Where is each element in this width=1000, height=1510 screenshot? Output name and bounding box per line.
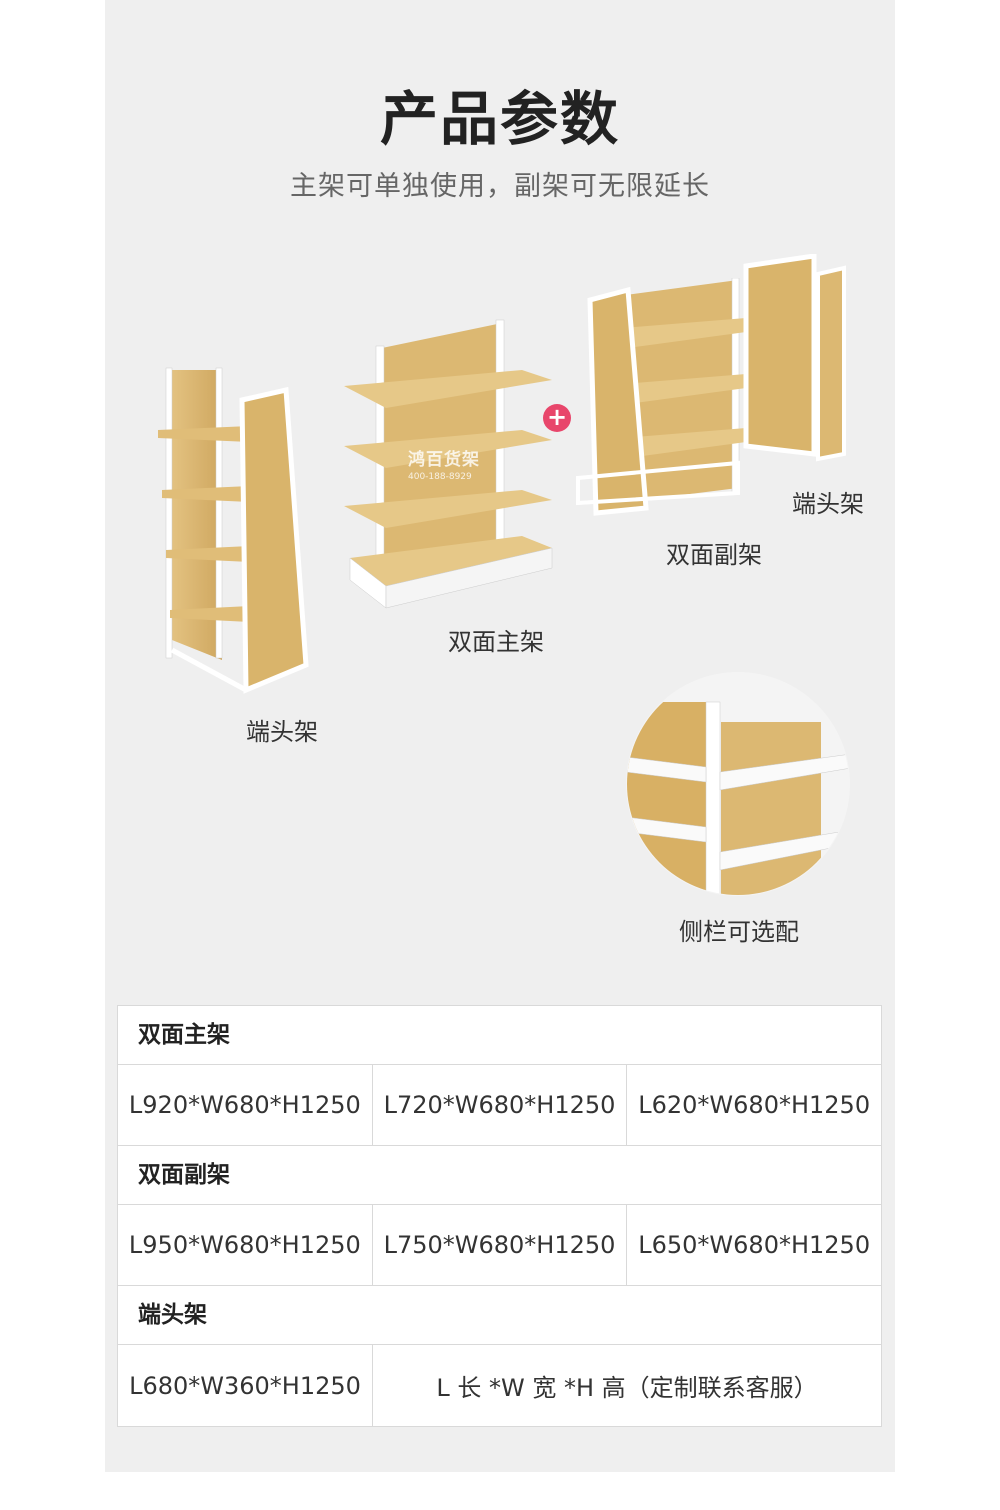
- label-double-main-shelf: 双面主架: [448, 628, 544, 656]
- label-end-shelf-left: 端头架: [246, 718, 318, 746]
- page-subtitle: 主架可单独使用，副架可无限延长: [290, 171, 710, 202]
- spec-cell: L650*W680*H1250: [638, 1231, 871, 1259]
- watermark-phone: 400-188-8929: [408, 472, 472, 482]
- watermark-brand: 鸿百货架: [408, 450, 480, 470]
- spec-row: L920*W680*H1250 L720*W680*H1250 L620*W68…: [118, 1065, 881, 1146]
- end-shelf-left-illustration: [158, 367, 309, 694]
- end-shelf-right-illustration: [743, 254, 846, 462]
- side-rail-detail-illustration: [626, 672, 850, 896]
- label-double-sub-shelf: 双面副架: [666, 541, 762, 569]
- spec-section-title: 端头架: [118, 1286, 881, 1345]
- plus-icon: +: [543, 404, 571, 432]
- spec-table: 双面主架 L920*W680*H1250 L720*W680*H1250 L62…: [117, 1005, 882, 1427]
- spec-cell: L720*W680*H1250: [373, 1065, 628, 1145]
- spec-row: L680*W360*H1250 L 长 *W 宽 *H 高（定制联系客服）: [118, 1345, 881, 1426]
- spec-cell: L750*W680*H1250: [373, 1205, 628, 1285]
- double-sub-shelf-illustration: [576, 278, 746, 516]
- spec-row: L950*W680*H1250 L750*W680*H1250 L650*W68…: [118, 1205, 881, 1286]
- spec-cell: L920*W680*H1250: [118, 1065, 373, 1145]
- spec-cell-custom: L 长 *W 宽 *H 高（定制联系客服）: [436, 1374, 818, 1402]
- watermark: 鸿百货架 400-188-8929: [408, 445, 480, 482]
- label-side-rail: 侧栏可选配: [679, 918, 799, 946]
- label-end-shelf-right: 端头架: [792, 490, 864, 518]
- spec-cell: L950*W680*H1250: [118, 1205, 373, 1285]
- spec-cell: L620*W680*H1250: [638, 1091, 871, 1119]
- page-title: 产品参数: [379, 85, 620, 153]
- double-main-shelf-illustration: [344, 319, 553, 609]
- spec-section-title: 双面副架: [118, 1146, 881, 1205]
- spec-section-title: 双面主架: [118, 1006, 881, 1065]
- spec-cell: L680*W360*H1250: [118, 1345, 373, 1426]
